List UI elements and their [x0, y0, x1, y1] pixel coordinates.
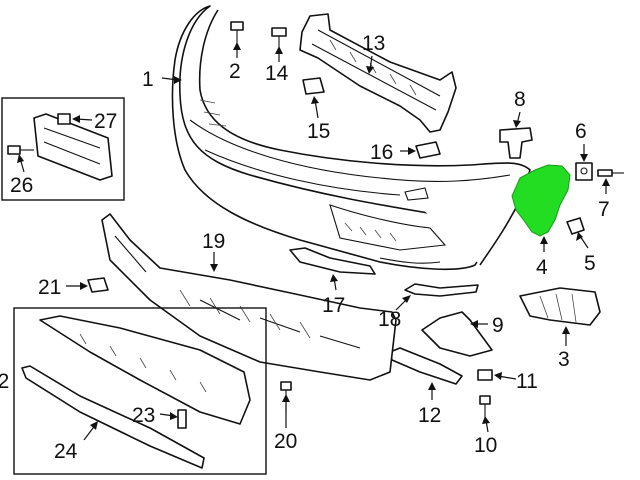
- callout-1: 1: [142, 68, 154, 91]
- assembly-box-lower: [13, 307, 267, 475]
- callout-3: 3: [558, 348, 570, 371]
- callout-18: 18: [378, 308, 401, 331]
- assembly-box-upper: [1, 97, 125, 201]
- bumper-cover: [171, 5, 531, 271]
- callout-8: 8: [514, 88, 526, 111]
- callout-15: 15: [307, 120, 330, 143]
- callout-23: 23: [132, 404, 155, 427]
- upper-box-parts: [7, 113, 113, 181]
- bracket-part: [499, 127, 533, 159]
- callout-12: 12: [418, 404, 441, 427]
- top-fasteners: [230, 21, 441, 159]
- lower-box-parts: [21, 315, 251, 469]
- callout-13: 13: [362, 32, 385, 55]
- undertray: [101, 213, 397, 381]
- callout-21: 21: [38, 276, 61, 299]
- leader-lines: [17, 42, 610, 441]
- callout-20: 20: [274, 430, 297, 453]
- callout-5: 5: [584, 252, 596, 275]
- lower-trim-parts: [289, 247, 601, 385]
- callout-22: 22: [0, 370, 9, 393]
- callout-11: 11: [516, 370, 538, 393]
- callout-16: 16: [370, 141, 393, 164]
- highlighted-part: [511, 164, 571, 237]
- highlighted-bracket: [511, 164, 571, 237]
- callout-4: 4: [536, 256, 548, 279]
- callout-10: 10: [474, 434, 497, 457]
- callout-labels: 1 2 14 13 15 16 8 6 7 4 5 9 3 11 12 10 1…: [0, 32, 610, 463]
- callout-14: 14: [265, 62, 289, 85]
- callout-27: 27: [94, 110, 117, 133]
- callout-9: 9: [492, 314, 504, 337]
- callout-19: 19: [202, 230, 225, 253]
- clip-parts: [566, 162, 624, 235]
- callout-7: 7: [598, 198, 610, 221]
- callout-6: 6: [575, 120, 587, 143]
- reinforcement-bar: [299, 13, 457, 133]
- callout-2: 2: [229, 60, 241, 83]
- callout-17: 17: [322, 294, 345, 317]
- callout-26: 26: [10, 174, 33, 197]
- callout-24: 24: [54, 440, 78, 463]
- misc-fasteners: [87, 277, 493, 420]
